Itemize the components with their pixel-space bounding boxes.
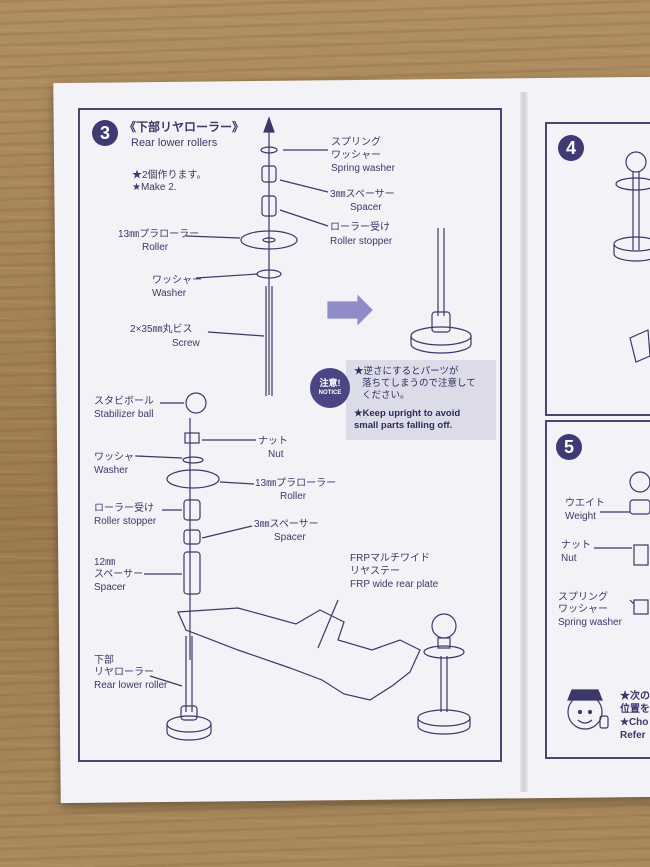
stabilizer-ball-label-en: Stabilizer ball bbox=[94, 409, 154, 420]
rear-lower-roller-label-jp2: リヤローラー bbox=[94, 667, 154, 678]
notice-text-jp-3: ください。 bbox=[362, 390, 410, 401]
roller13-label-en: Roller bbox=[142, 242, 169, 253]
notice-badge: 注意! NOTICE bbox=[310, 368, 350, 408]
spacer3-label-en: Spacer bbox=[350, 202, 382, 213]
notice-badge-en: NOTICE bbox=[318, 390, 342, 396]
spring-washer-shape bbox=[260, 146, 278, 154]
lower-washer-label-en: Washer bbox=[94, 465, 129, 476]
stabilizer-ball-label-jp: スタビボール bbox=[94, 396, 154, 407]
notice-text-jp-2: 落ちてしまうので注意して bbox=[362, 378, 476, 389]
make-two-en: ★Make 2. bbox=[132, 182, 177, 193]
notice-text-en-2: small parts falling off. bbox=[354, 420, 453, 431]
roller13-label-jp: 13㎜プラローラー bbox=[118, 229, 200, 240]
step5-number-badge: 5 bbox=[556, 434, 582, 460]
roller-stopper-shape bbox=[261, 195, 277, 217]
lower-washer-label-jp: ワッシャー bbox=[94, 452, 144, 463]
make-two-jp: ★2個作ります。 bbox=[132, 170, 207, 181]
weight-label-jp: ウエイト bbox=[565, 498, 605, 509]
frp-plate-shape bbox=[177, 607, 421, 701]
frp-plate-label-jp1: FRPマルチワイド bbox=[350, 553, 430, 564]
step5-cut-note-jp2: 位置を bbox=[620, 704, 650, 715]
step5-spring-label-jp2: ワッシャー bbox=[558, 604, 608, 615]
notice-text-en-1: ★Keep upright to avoid bbox=[354, 408, 461, 419]
step3-title-jp: 《下部リヤローラー》 bbox=[124, 120, 245, 134]
screw-label-jp: 2×35㎜丸ビス bbox=[130, 324, 193, 335]
spring-washer-label-jp2: ワッシャー bbox=[331, 150, 381, 161]
step5-nut-label-jp: ナット bbox=[561, 540, 591, 551]
roller13-shape bbox=[240, 230, 298, 250]
nut-label-jp: ナット bbox=[258, 436, 288, 447]
washer-label-jp: ワッシャー bbox=[152, 275, 202, 286]
lower-spacer3-label-en: Spacer bbox=[274, 532, 306, 543]
frp-plate-label-jp2: リヤステー bbox=[350, 566, 400, 577]
screw-label-en: Screw bbox=[172, 338, 200, 349]
lower-roller-stopper-label-jp: ローラー受け bbox=[94, 503, 154, 514]
spacer12-label-en: Spacer bbox=[94, 582, 126, 593]
spacer12-label-jp1: 12㎜ bbox=[94, 557, 116, 568]
up-arrow-icon bbox=[263, 116, 275, 133]
rear-lower-roller-label-jp1: 下部 bbox=[94, 655, 114, 666]
lower-roller-stopper-label-en: Roller stopper bbox=[94, 516, 157, 527]
lower-roller13-shape bbox=[166, 469, 220, 489]
spacer3-label-jp: 3㎜スペーサー bbox=[330, 189, 395, 200]
step5-spring-label-en: Spring washer bbox=[558, 617, 622, 628]
notice-badge-jp: 注意! bbox=[319, 378, 341, 388]
spacer12-shape bbox=[183, 551, 201, 595]
stabilizer-ball-shape bbox=[185, 392, 207, 414]
step5-panel bbox=[545, 420, 650, 759]
step4-number-badge: 4 bbox=[558, 135, 584, 161]
lower-spacer3-shape bbox=[183, 529, 201, 545]
notice-text-jp-1: ★逆さにするとパーツが bbox=[354, 366, 459, 377]
step5-cut-note-en1: ★Cho bbox=[620, 717, 649, 728]
lower-washer-shape bbox=[182, 456, 204, 464]
lower-roller-stopper-shape bbox=[183, 499, 201, 521]
spacer3-shape bbox=[261, 165, 277, 183]
roller-stopper-label-jp: ローラー受け bbox=[330, 222, 390, 233]
step4-panel bbox=[545, 122, 650, 416]
step5-cut-note-en2: Refer bbox=[620, 730, 646, 741]
hatched-arrow-icon bbox=[327, 294, 373, 326]
step3-title-en: Rear lower rollers bbox=[131, 137, 218, 149]
spring-washer-label-en: Spring washer bbox=[331, 163, 395, 174]
lower-roller13-label-jp: 13㎜プラローラー bbox=[255, 478, 337, 489]
spacer12-label-jp2: スペーサー bbox=[94, 569, 144, 580]
step3-panel bbox=[78, 108, 502, 762]
lower-spacer3-label-jp: 3㎜スペーサー bbox=[254, 519, 319, 530]
weight-label-en: Weight bbox=[565, 511, 596, 522]
nut-shape bbox=[184, 432, 200, 444]
step5-nut-label-en: Nut bbox=[561, 553, 577, 564]
lower-roller13-label-en: Roller bbox=[280, 491, 307, 502]
spring-washer-label-jp1: スプリング bbox=[331, 137, 381, 148]
step3-number-badge: 3 bbox=[92, 120, 118, 146]
washer-label-en: Washer bbox=[152, 288, 187, 299]
sheet-fold bbox=[520, 92, 528, 792]
frp-plate-label-en: FRP wide rear plate bbox=[350, 579, 439, 590]
nut-label-en: Nut bbox=[268, 449, 284, 460]
step5-spring-label-jp1: スプリング bbox=[558, 592, 608, 603]
rear-lower-roller-label-en: Rear lower roller bbox=[94, 680, 168, 691]
notice-box bbox=[346, 360, 496, 440]
step5-cut-note-jp1: ★次の bbox=[620, 691, 650, 702]
roller-stopper-label-en: Roller stopper bbox=[330, 236, 393, 247]
